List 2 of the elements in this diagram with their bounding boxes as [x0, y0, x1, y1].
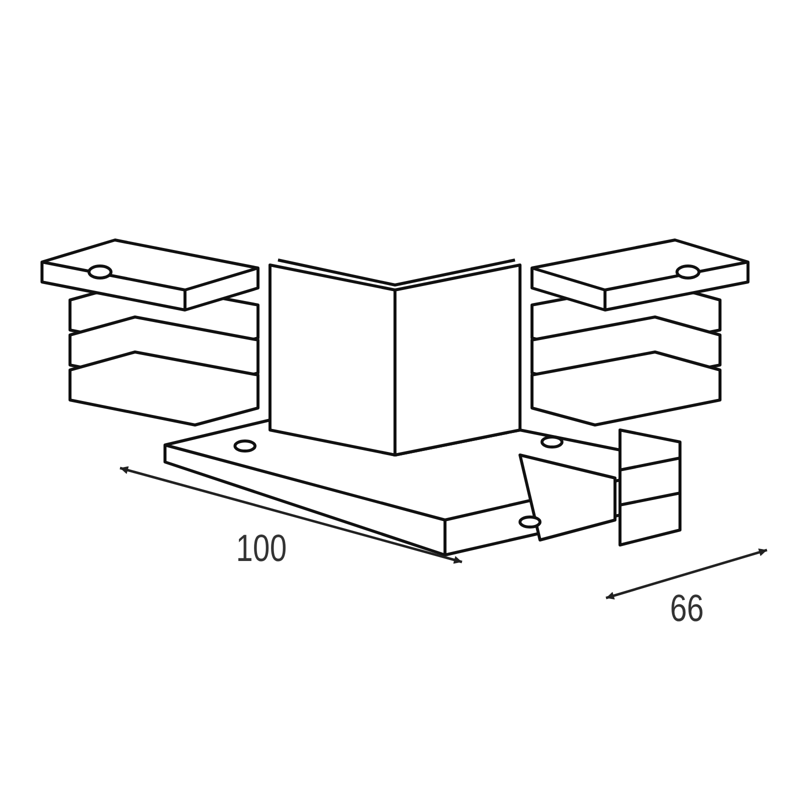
dimension-label: 66: [670, 588, 704, 631]
dimension-label: 100: [236, 528, 287, 571]
